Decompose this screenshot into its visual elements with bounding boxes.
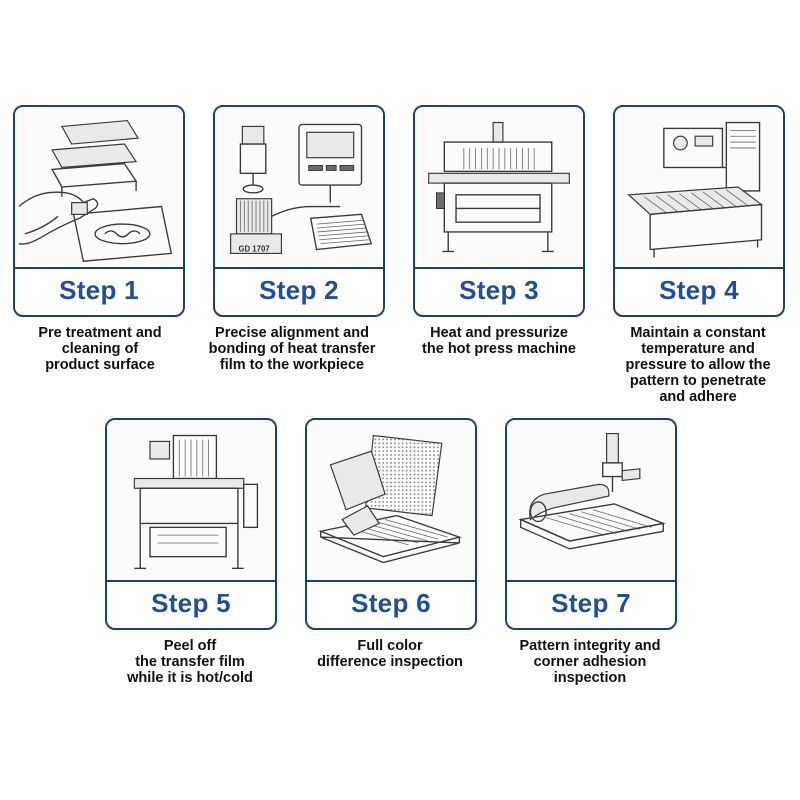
color-inspection-illustration [307, 420, 475, 582]
alignment-illustration: GD 1707 [215, 107, 383, 269]
hot-press-illustration [415, 107, 583, 269]
peel-machine-illustration [107, 420, 275, 582]
step-label: Step 6 [351, 588, 431, 618]
step-label: Step 5 [151, 588, 231, 618]
step-card-4: Step 4 [613, 105, 785, 317]
step-description-5: Peel off the transfer film while it is h… [127, 638, 253, 686]
step-label: Step 7 [551, 588, 631, 618]
step-card-1: Step 1 [13, 105, 185, 317]
machine-label: GD 1707 [238, 244, 269, 253]
step-label: Step 4 [659, 275, 739, 305]
adhesion-inspection-illustration [507, 420, 675, 582]
step-label: Step 2 [259, 275, 339, 305]
step-description-7: Pattern integrity and corner adhesion in… [519, 638, 661, 686]
step-card-5: Step 5 [105, 418, 277, 630]
step-card-7: Step 7 [505, 418, 677, 630]
step-description-3: Heat and pressurize the hot press machin… [422, 325, 576, 357]
step-label: Step 1 [59, 275, 139, 305]
step-label: Step 3 [459, 275, 539, 305]
cleaning-illustration [15, 107, 183, 269]
step-card-6: Step 6 [305, 418, 477, 630]
conveyor-press-illustration [615, 107, 783, 269]
step-description-4: Maintain a constant temperature and pres… [625, 325, 771, 405]
step-description-6: Full color difference inspection [317, 638, 463, 670]
step-card-2: GD 1707 Step 2 [213, 105, 385, 317]
step-card-3: Step 3 [413, 105, 585, 317]
step-description-1: Pre treatment and cleaning of product su… [38, 325, 162, 373]
step-description-2: Precise alignment and bonding of heat tr… [208, 325, 376, 373]
